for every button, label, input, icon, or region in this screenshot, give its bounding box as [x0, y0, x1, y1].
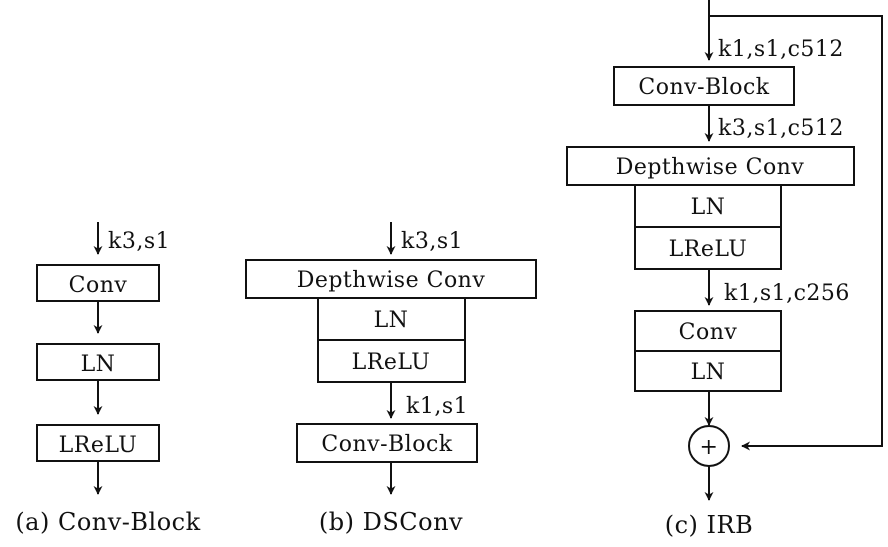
panel-c-conv-block-label: Conv-Block: [638, 75, 769, 100]
panel-b-caption: (b) DSConv: [319, 508, 463, 536]
panel-c-ln-box-1: [634, 184, 782, 228]
panel-c-conv-label: Conv: [679, 320, 738, 345]
panel-c-label-3: k1,s1,c256: [724, 281, 850, 306]
panel-b-conv-block-label: Conv-Block: [321, 432, 452, 457]
panel-c-ln-label-2: LN: [691, 360, 726, 385]
panel-c-add-symbol: +: [700, 435, 719, 460]
panel-c-caption: (c) IRB: [665, 511, 753, 539]
panel-a-ln-box: [36, 343, 160, 381]
panel-c-label-2: k3,s1,c512: [718, 116, 844, 141]
panel-b-mid-label: k1,s1: [406, 394, 468, 419]
panel-b-lrelu-label: LReLU: [352, 350, 431, 375]
panel-c-label-1: k1,s1,c512: [718, 37, 844, 62]
panel-b-depthwise-box: [245, 259, 537, 299]
panel-b-ln-box: [317, 297, 466, 341]
panel-b-input-label: k3,s1: [401, 229, 463, 254]
panel-c-conv-block-box: [613, 66, 795, 106]
panel-b-lrelu-box: [317, 339, 466, 383]
panel-b-conv-block-box: [296, 423, 478, 463]
panel-a-caption: (a) Conv-Block: [15, 508, 200, 536]
panel-a-input-label: k3,s1: [108, 229, 170, 254]
panel-a-lrelu-box: [36, 424, 160, 462]
panel-c-ln-label-1: LN: [691, 195, 726, 220]
panel-c-conv-box: [634, 310, 782, 352]
panel-c-depthwise-box: [566, 146, 855, 186]
panel-a-ln-label: LN: [81, 352, 116, 377]
panel-b-ln-label: LN: [374, 308, 409, 333]
panel-b-dsconv: k3,s1 Depthwise Conv LN LReLU k1,s1 Conv…: [245, 222, 537, 536]
panel-a-conv-label: Conv: [69, 273, 128, 298]
panel-c-ln-box-2: [634, 350, 782, 392]
panel-c-depthwise-label: Depthwise Conv: [616, 155, 805, 180]
panel-c-irb: k1,s1,c512 Conv-Block k3,s1,c512 Depthwi…: [566, 0, 883, 539]
panel-a-lrelu-label: LReLU: [59, 433, 138, 458]
panel-b-depthwise-label: Depthwise Conv: [297, 268, 486, 293]
panel-a-conv-block: k3,s1 Conv LN LReLU (a) Conv-Block: [15, 222, 200, 536]
panel-c-lrelu-label: LReLU: [669, 237, 748, 262]
